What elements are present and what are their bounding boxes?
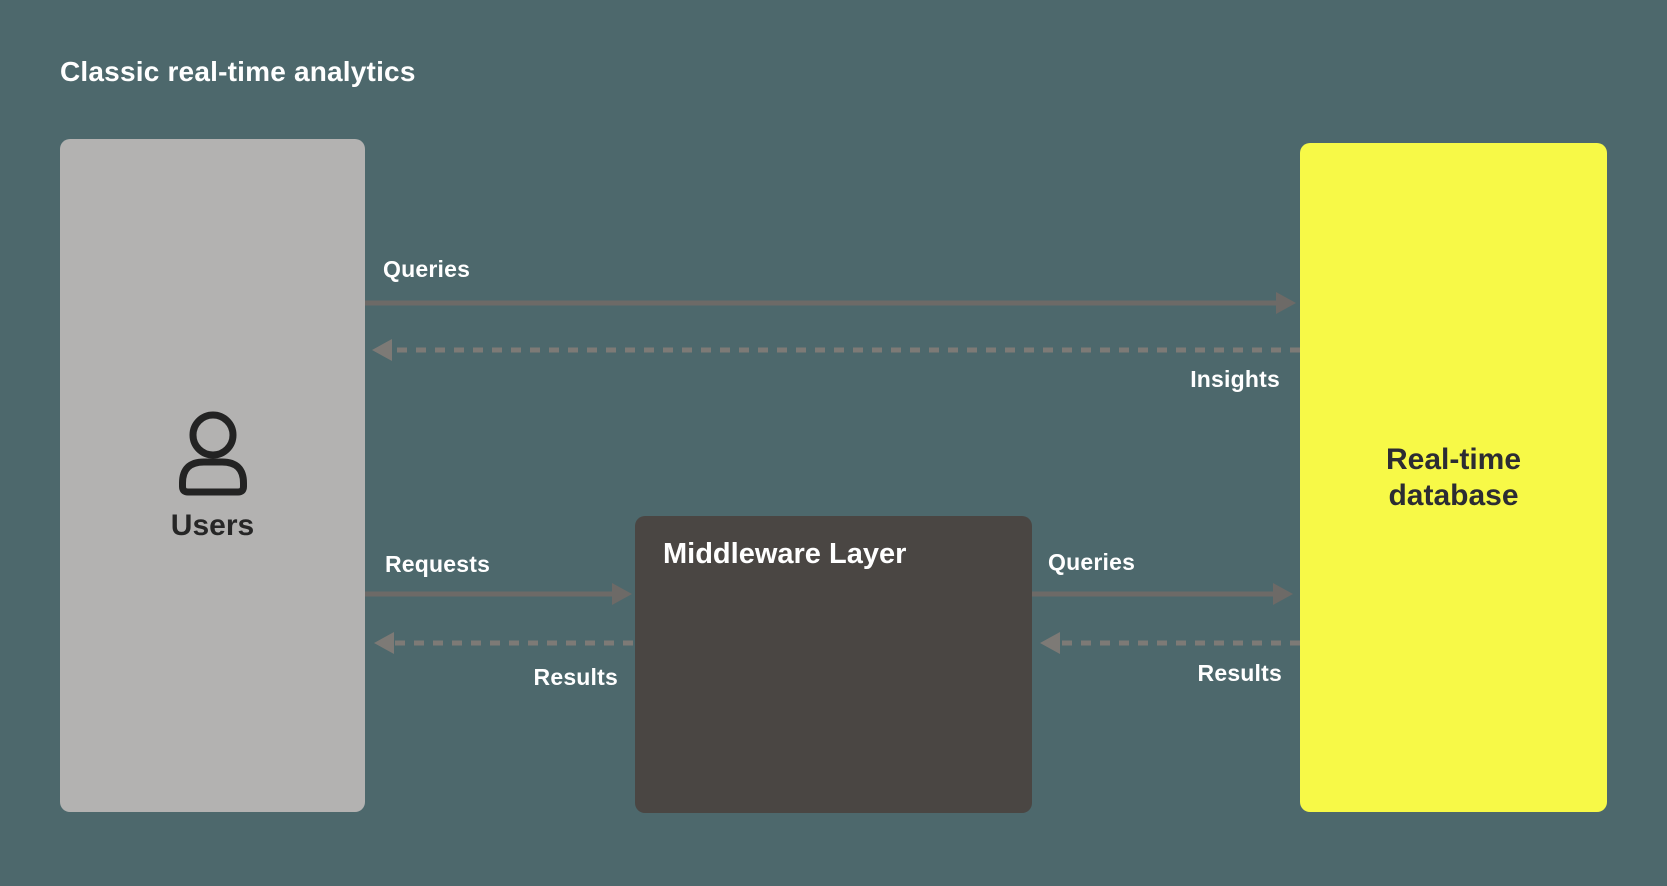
node-database-label: Real-time database (1385, 442, 1522, 512)
arrow-insights-database-to-users (372, 339, 1300, 361)
arrow-results-database-to-middleware (1040, 632, 1300, 654)
edge-label-queries-top: Queries (383, 256, 471, 282)
edge-label-requests: Requests (385, 551, 491, 577)
node-users: Users (60, 139, 365, 812)
node-middleware: Middleware Layer (635, 516, 1032, 813)
node-database: Real-time database (1300, 143, 1607, 812)
edge-label-results-right: Results (1197, 660, 1282, 686)
edge-label-queries-right: Queries (1048, 549, 1136, 575)
node-users-label: Users (170, 508, 255, 542)
person-icon (175, 409, 251, 497)
arrow-queries-users-to-database (365, 292, 1296, 314)
diagram-title: Classic real-time analytics (60, 56, 416, 87)
edge-label-results-left: Results (533, 664, 618, 690)
arrow-requests-users-to-middleware (365, 583, 632, 605)
arrow-queries-middleware-to-database (1032, 583, 1293, 605)
node-middleware-label: Middleware Layer (663, 538, 907, 570)
arrow-results-middleware-to-users (374, 632, 633, 654)
edge-label-insights: Insights (1190, 366, 1280, 392)
